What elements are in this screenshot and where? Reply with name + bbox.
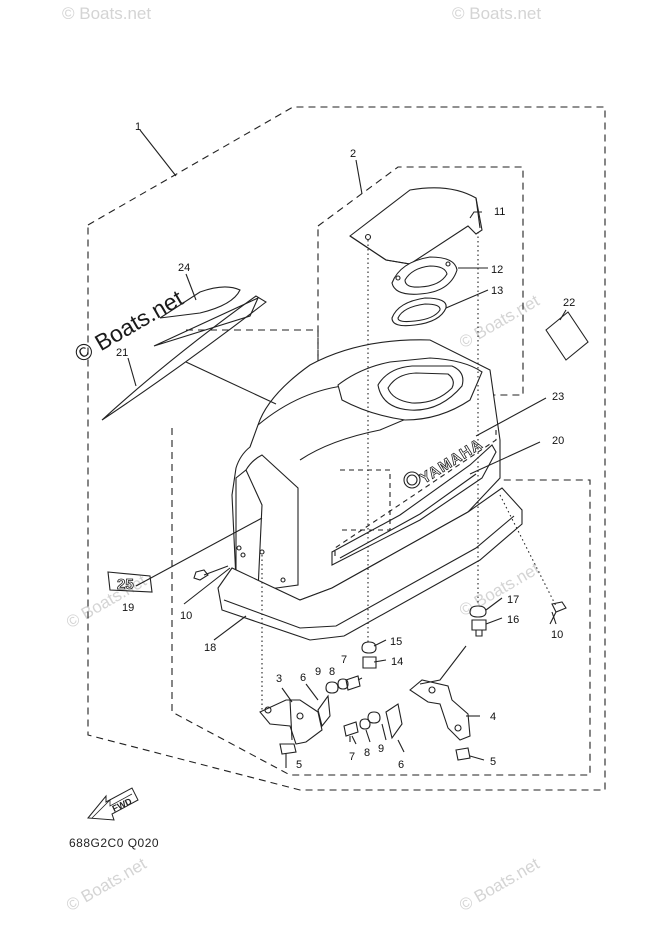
part-12-grommet: [391, 256, 458, 295]
part-9-washer-left: [325, 681, 339, 694]
callout-22: 22: [563, 297, 575, 309]
callout-1: 1: [135, 121, 141, 133]
callout-7-top: 7: [341, 654, 347, 666]
part-10-bolt-left: [193, 565, 229, 581]
callout-9-bottom: 9: [378, 743, 384, 755]
callout-12: 12: [491, 264, 503, 276]
part-5-nut-right: [455, 747, 471, 761]
part-7-screw-right: [343, 721, 359, 742]
part-9-washer-right: [367, 711, 381, 724]
watermark-top-left: © Boats.net: [62, 4, 152, 23]
part-17-washer: [469, 605, 487, 618]
decal-19-text: 25: [117, 576, 134, 593]
callout-15: 15: [390, 636, 402, 648]
callout-23: 23: [552, 391, 564, 403]
part-20-stripe: [331, 444, 497, 566]
callout-8-top: 8: [329, 666, 335, 678]
callout-19: 19: [122, 602, 134, 614]
callout-6-top: 6: [300, 672, 306, 684]
watermark-top-right: © Boats.net: [452, 4, 542, 23]
callout-6-bottom: 6: [398, 759, 404, 771]
part-8-washer-left: [337, 678, 349, 690]
callout-4: 4: [490, 711, 496, 723]
part-3-bracket: [259, 699, 323, 745]
callout-7-bottom: 7: [349, 751, 355, 763]
callout-17: 17: [507, 594, 519, 606]
callout-16: 16: [507, 614, 519, 626]
part-6-clip-left: [317, 694, 331, 728]
callout-5-left: 5: [296, 759, 302, 771]
callout-18: 18: [204, 642, 216, 654]
part-24-decal: [159, 286, 241, 319]
part-16-bolt: [471, 619, 487, 637]
top-cowling: [231, 339, 501, 601]
callout-8-bottom: 8: [364, 747, 370, 759]
part-18-seal: [217, 487, 523, 641]
callout-14: 14: [391, 656, 403, 668]
part-22-label: [545, 311, 589, 361]
callout-3: 3: [276, 673, 282, 685]
part-10-bolt-right: [549, 601, 567, 625]
assembly-1-boundary: [87, 106, 606, 791]
diagram-code: 688G2C0 Q020: [69, 836, 160, 850]
part-15-washer: [361, 641, 377, 654]
callout-5-right: 5: [490, 756, 496, 768]
callout-2: 2: [350, 148, 356, 160]
callout-13: 13: [491, 285, 503, 297]
part-6-clip-right: [385, 703, 403, 740]
part-19-decal: [107, 571, 153, 593]
callout-21: 21: [116, 347, 128, 359]
fwd-arrow: FWD: [87, 787, 139, 821]
decal-group-boundary: [186, 329, 319, 395]
part-4-bracket: [409, 679, 471, 741]
part-7-screw-left: [345, 675, 363, 691]
callout-20: 20: [552, 435, 564, 447]
callout-10-left: 10: [180, 610, 192, 622]
callout-10-right: 10: [551, 629, 563, 641]
bracket-group-boundary: [171, 428, 591, 776]
part-21-decal: [101, 295, 267, 421]
part-5-nut-left: [279, 743, 297, 755]
part-13-seal: [391, 297, 447, 327]
part-8-washer-right: [359, 718, 371, 730]
callout-11: 11: [494, 206, 505, 218]
part-11-cover-plate: [349, 187, 483, 265]
callout-9-top: 9: [315, 666, 321, 678]
callout-24: 24: [178, 262, 190, 274]
part-14-bolt: [362, 656, 377, 669]
